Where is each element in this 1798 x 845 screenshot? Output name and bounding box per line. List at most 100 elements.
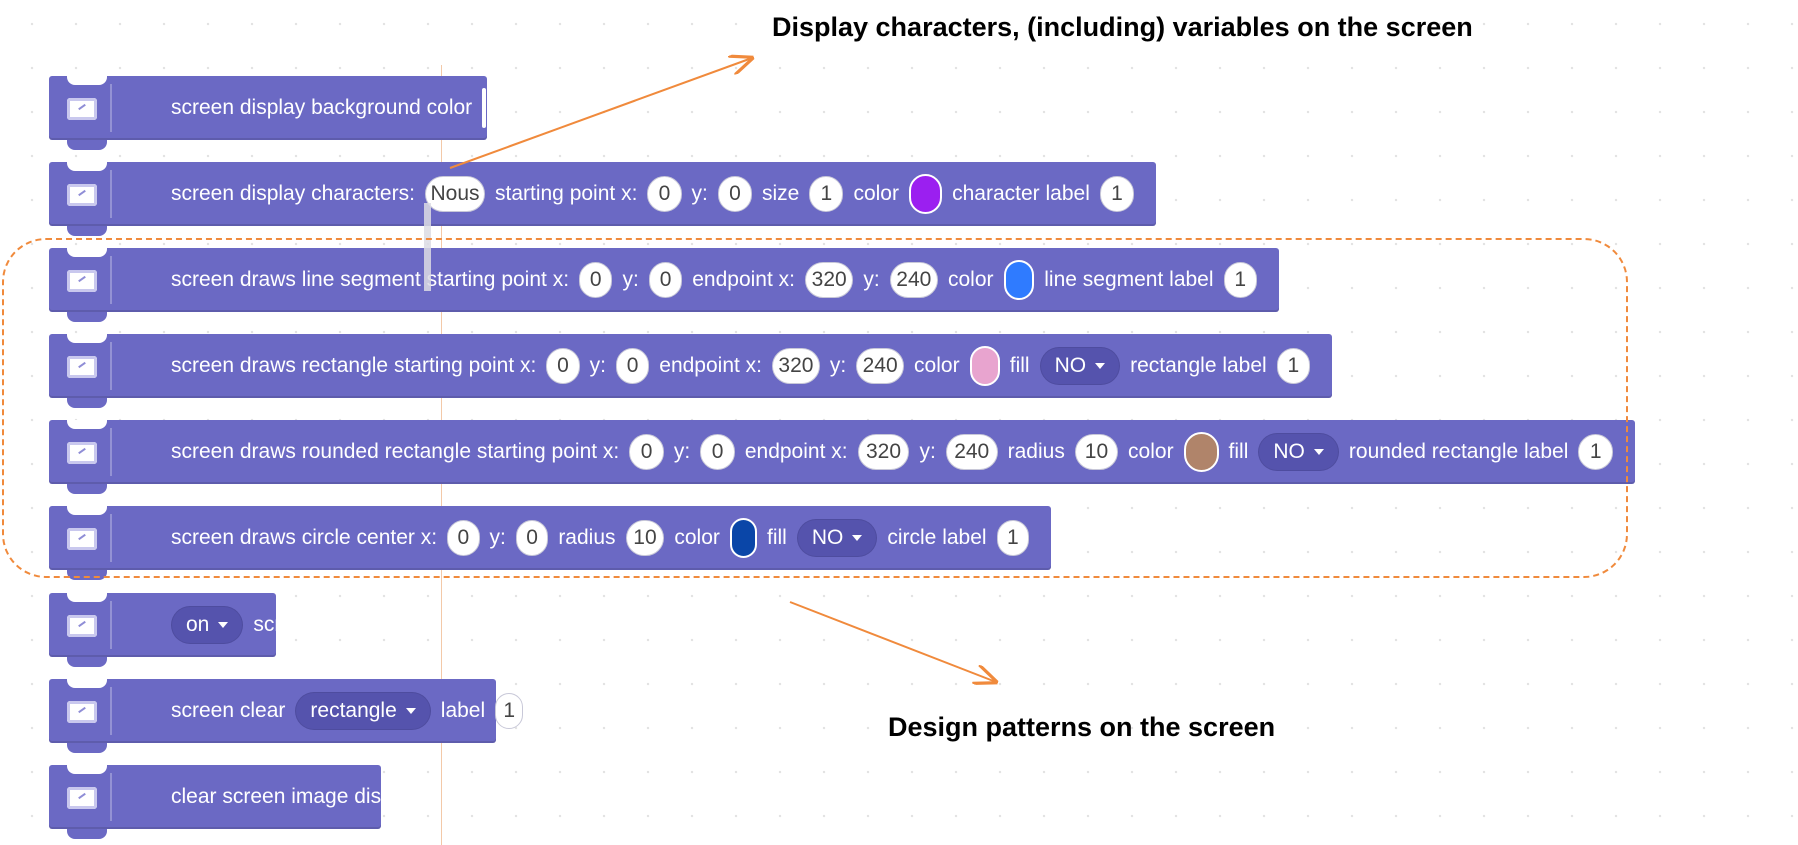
y-input[interactable]: 0	[700, 434, 735, 470]
y-input[interactable]: 0	[615, 348, 650, 384]
block-separator	[110, 256, 112, 304]
screen-icon	[67, 270, 97, 292]
screen-icon	[67, 701, 97, 723]
end-x-input[interactable]: 320	[772, 348, 820, 384]
block-label: screen	[253, 613, 317, 636]
y-label: y:	[489, 526, 506, 549]
char-label-text: character label	[952, 182, 1090, 205]
block-notch	[67, 420, 107, 429]
start-x-label: starting point x:	[495, 182, 638, 205]
block-notch	[67, 76, 107, 85]
radius-input[interactable]: 10	[625, 520, 665, 556]
end-y-label: y:	[863, 268, 880, 291]
color-picker-swatch[interactable]	[908, 174, 943, 214]
end-y-input[interactable]: 240	[889, 262, 938, 298]
block-notch	[67, 765, 107, 774]
rrect-label-text: rounded rectangle label	[1348, 440, 1569, 463]
block-label: screen draws rounded rectangle starting …	[171, 440, 620, 463]
annotation-display-characters: Display characters, (including) variable…	[772, 12, 1473, 42]
label-input[interactable]: 1	[1276, 348, 1310, 384]
y-input[interactable]: 0	[717, 176, 752, 212]
end-x-input[interactable]: 320	[857, 434, 910, 470]
screen-icon	[67, 442, 97, 464]
color-label: color	[674, 526, 720, 549]
block-screen-draw-line[interactable]: screen draws line segment starting point…	[49, 248, 1279, 322]
block-separator	[110, 773, 112, 821]
chevron-down-icon	[852, 535, 863, 541]
label-input[interactable]: 1	[495, 693, 524, 729]
shape-dropdown-value: rectangle	[310, 699, 397, 722]
annotation-design-patterns: Design patterns on the screen	[888, 712, 1276, 742]
block-screen-draw-rectangle[interactable]: screen draws rectangle starting point x:…	[49, 334, 1332, 408]
fill-label: fill	[1228, 440, 1249, 463]
block-separator	[110, 342, 112, 390]
block-screen-clear[interactable]: screen clear rectangle label 1	[49, 679, 524, 753]
x-input[interactable]: 0	[647, 176, 682, 212]
block-screen-background-color[interactable]: screen display background color	[49, 76, 487, 150]
x-input[interactable]: 0	[546, 348, 580, 384]
block-notch	[67, 334, 107, 343]
block-label: screen draws rectangle starting point x:	[171, 354, 537, 377]
chevron-down-icon	[218, 622, 229, 628]
color-picker-swatch[interactable]	[729, 518, 758, 558]
clear-label-text: label	[440, 699, 486, 722]
chevron-down-icon	[405, 708, 416, 714]
block-separator	[110, 601, 112, 649]
block-label: screen display characters:	[171, 182, 415, 205]
x-input[interactable]: 0	[629, 434, 664, 470]
block-screen-on-off[interactable]: on screen	[49, 593, 316, 667]
x-input[interactable]: 0	[447, 520, 480, 556]
circle-label-text: circle label	[887, 526, 987, 549]
block-label: screen clear	[171, 699, 286, 722]
end-x-input[interactable]: 320	[805, 262, 854, 298]
block-notch	[67, 506, 107, 515]
shape-dropdown[interactable]: rectangle	[295, 692, 431, 730]
color-picker-swatch[interactable]	[1003, 260, 1035, 300]
arrow-to-display-annotation	[449, 58, 752, 169]
radius-input[interactable]: 10	[1074, 434, 1119, 470]
y-label: y:	[673, 440, 691, 463]
fill-dropdown[interactable]: NO	[1258, 433, 1339, 471]
end-y-label: y:	[829, 354, 847, 377]
block-screen-draw-circle[interactable]: screen draws circle center x: 0 y: 0 rad…	[49, 506, 1051, 580]
arrow-to-design-annotation	[789, 601, 996, 682]
block-screen-draw-rounded-rectangle[interactable]: screen draws rounded rectangle starting …	[49, 420, 1635, 494]
x-input[interactable]: 0	[579, 262, 613, 298]
screen-icon	[67, 787, 97, 809]
block-label: screen draws circle center x:	[171, 526, 438, 549]
size-input[interactable]: 1	[809, 176, 844, 212]
end-y-label: y:	[919, 440, 936, 463]
color-picker-swatch[interactable]	[969, 346, 1000, 386]
block-label: screen draws line segment starting point…	[171, 268, 570, 291]
block-separator	[110, 84, 112, 132]
y-input[interactable]: 0	[515, 520, 549, 556]
end-y-input[interactable]: 240	[945, 434, 998, 470]
label-input[interactable]: 1	[1578, 434, 1614, 470]
block-notch	[67, 162, 107, 171]
fill-label: fill	[767, 526, 787, 549]
color-label: color	[914, 354, 960, 377]
fill-dropdown[interactable]: NO	[1039, 347, 1121, 385]
color-picker-swatch[interactable]	[482, 88, 487, 128]
block-screen-display-characters[interactable]: screen display characters: Nous starting…	[49, 162, 1156, 236]
label-input[interactable]: 1	[1099, 176, 1134, 212]
y-input[interactable]: 0	[648, 262, 683, 298]
label-input[interactable]: 1	[996, 520, 1030, 556]
y-label: y:	[691, 182, 708, 205]
screen-icon	[67, 98, 97, 120]
block-separator	[110, 687, 112, 735]
on-off-dropdown[interactable]: on	[171, 606, 244, 644]
chevron-down-icon	[1313, 449, 1324, 455]
block-clear-screen-image[interactable]: clear screen image display	[49, 765, 420, 839]
end-y-input[interactable]: 240	[856, 348, 905, 384]
text-input[interactable]: Nous	[424, 176, 485, 212]
color-label: color	[947, 268, 994, 291]
label-input[interactable]: 1	[1223, 262, 1257, 298]
block-label: clear screen image display	[171, 785, 420, 808]
chevron-down-icon	[1095, 363, 1106, 369]
color-picker-swatch[interactable]	[1183, 432, 1219, 472]
fill-dropdown[interactable]: NO	[796, 519, 878, 557]
end-x-label: endpoint x:	[692, 268, 795, 291]
fill-dropdown-value: NO	[1054, 354, 1087, 377]
